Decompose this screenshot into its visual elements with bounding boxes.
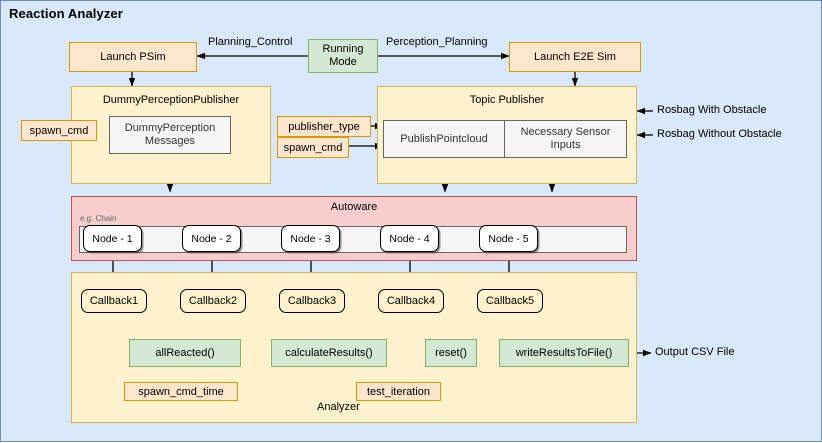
topic-publisher-title: Topic Publisher <box>469 94 545 106</box>
page-title: Reaction Analyzer <box>9 6 123 21</box>
dummy-perception-messages-line1: DummyPerception <box>124 122 216 135</box>
autoware-title: Autoware <box>330 201 378 213</box>
param-spawn-cmd-time-label: spawn_cmd_time <box>138 385 224 398</box>
callback-5[interactable]: Callback5 <box>477 289 543 313</box>
necessary-sensor-inputs-box[interactable]: Necessary Sensor Inputs <box>505 120 627 158</box>
write-results-to-file-label: writeResultsToFile() <box>515 346 613 359</box>
reset-box[interactable]: reset() <box>425 339 477 367</box>
write-results-to-file-box[interactable]: writeResultsToFile() <box>499 339 629 367</box>
callback-2[interactable]: Callback2 <box>180 289 246 313</box>
analyzer-title: Analyzer <box>317 401 360 413</box>
autoware-node-4-label: Node - 4 <box>389 232 430 245</box>
param-test-iteration[interactable]: test_iteration <box>356 382 441 401</box>
output-csv-file-label: Output CSV File <box>655 346 735 358</box>
all-reacted-box[interactable]: allReacted() <box>129 339 241 367</box>
param-test-iteration-label: test_iteration <box>367 385 430 398</box>
launch-e2e-sim-box[interactable]: Launch E2E Sim <box>509 42 641 72</box>
callback-1-label: Callback1 <box>89 295 139 307</box>
param-spawn-cmd-dpp-label: spawn_cmd <box>29 124 89 137</box>
publish-pointcloud-label: PublishPointcloud <box>400 132 488 145</box>
callback-3-label: Callback3 <box>287 295 337 307</box>
running-mode-box[interactable]: Running Mode <box>308 39 378 73</box>
autoware-node-4[interactable]: Node - 4 <box>380 225 439 252</box>
autoware-chain-strip <box>79 226 627 253</box>
autoware-node-5[interactable]: Node - 5 <box>479 225 538 252</box>
launch-e2e-sim-label: Launch E2E Sim <box>534 50 616 63</box>
dummy-perception-publisher-title: DummyPerceptionPublisher <box>102 94 240 106</box>
param-spawn-cmd-tp-label: spawn_cmd <box>283 141 343 154</box>
necessary-sensor-inputs-line1: Necessary Sensor <box>520 126 611 139</box>
autoware-node-3[interactable]: Node - 3 <box>281 225 340 252</box>
callback-4-label: Callback4 <box>386 295 436 307</box>
autoware-node-2[interactable]: Node - 2 <box>182 225 241 252</box>
launch-psim-box[interactable]: Launch PSim <box>69 42 197 72</box>
reset-label: reset() <box>435 346 467 359</box>
autoware-node-2-label: Node - 2 <box>191 232 232 245</box>
running-mode-label-line2: Mode <box>329 56 357 68</box>
autoware-node-1[interactable]: Node - 1 <box>83 225 142 252</box>
necessary-sensor-inputs-line2: Inputs <box>550 139 581 151</box>
callback-2-label: Callback2 <box>188 295 238 307</box>
callback-4[interactable]: Callback4 <box>378 289 444 313</box>
autoware-node-3-label: Node - 3 <box>290 232 331 245</box>
callback-1[interactable]: Callback1 <box>81 289 147 313</box>
param-spawn-cmd-dpp[interactable]: spawn_cmd <box>21 120 97 141</box>
running-mode-label-line1: Running <box>322 43 364 56</box>
chain-caption: e.g. Chain <box>80 214 117 223</box>
all-reacted-label: allReacted() <box>155 346 215 359</box>
autoware-node-5-label: Node - 5 <box>488 232 529 245</box>
param-publisher-type-label: publisher_type <box>288 120 360 133</box>
edge-label-perception-planning: Perception_Planning <box>386 36 488 48</box>
param-spawn-cmd-tp[interactable]: spawn_cmd <box>277 137 349 158</box>
calculate-results-label: calculateResults() <box>285 346 373 359</box>
calculate-results-box[interactable]: calculateResults() <box>271 339 387 367</box>
input-rosbag-with-obstacle: Rosbag With Obstacle <box>657 104 767 116</box>
dummy-perception-messages-box[interactable]: DummyPerception Messages <box>109 116 231 154</box>
callback-5-label: Callback5 <box>485 295 535 307</box>
autoware-node-1-label: Node - 1 <box>92 232 133 245</box>
edge-label-planning-control: Planning_Control <box>208 36 293 48</box>
dummy-perception-messages-line2: Messages <box>144 135 196 147</box>
input-rosbag-without-obstacle: Rosbag Without Obstacle <box>657 128 782 140</box>
launch-psim-label: Launch PSim <box>100 50 166 63</box>
publish-pointcloud-box[interactable]: PublishPointcloud <box>383 120 505 158</box>
param-spawn-cmd-time[interactable]: spawn_cmd_time <box>124 382 238 401</box>
callback-3[interactable]: Callback3 <box>279 289 345 313</box>
param-publisher-type[interactable]: publisher_type <box>277 116 371 137</box>
